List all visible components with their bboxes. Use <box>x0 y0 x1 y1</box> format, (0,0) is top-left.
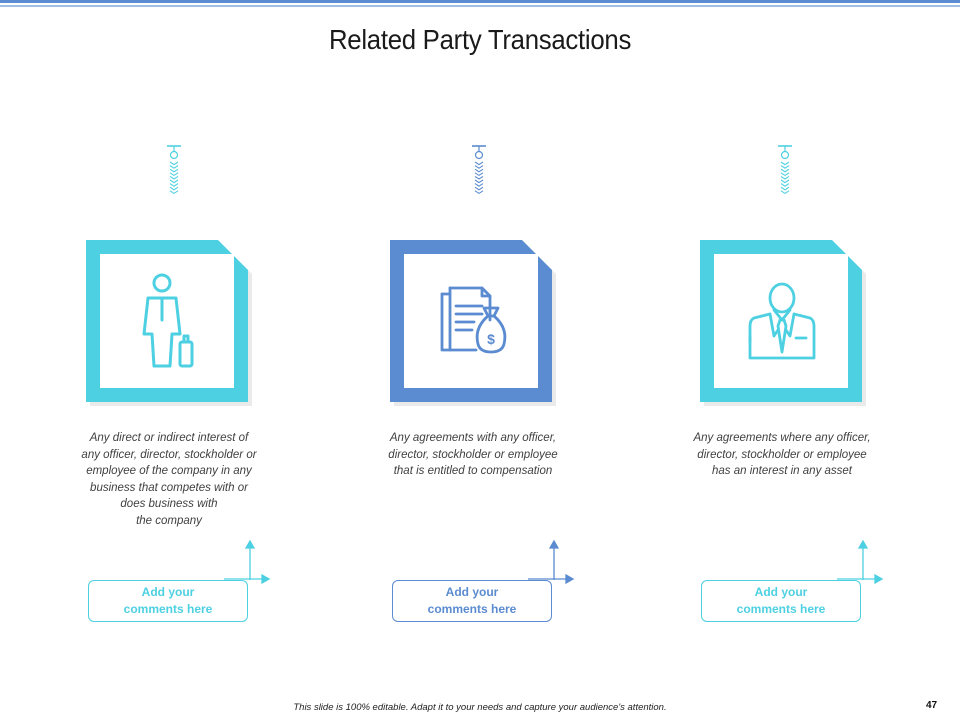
icon-card-2: $ <box>390 240 556 406</box>
page-number: 47 <box>926 700 938 711</box>
icon-card-1 <box>86 240 252 406</box>
document-money-bag-icon: $ <box>440 286 507 354</box>
person-with-luggage-icon <box>142 273 194 368</box>
description-1: Any direct or indirect interest of any o… <box>81 432 257 527</box>
top-accent-bar <box>0 0 960 8</box>
businessman-icon <box>748 282 816 360</box>
description-3: Any agreements where any officer, direct… <box>693 432 871 477</box>
zipper-pull-icon <box>777 145 793 197</box>
zipper-pull-icon <box>166 145 182 197</box>
footer-note: This slide is 100% editable. Adapt it to… <box>293 702 667 713</box>
corner-arrows <box>224 540 271 585</box>
svg-text:$: $ <box>487 331 495 347</box>
zipper-pull-icon <box>471 145 487 197</box>
corner-arrows <box>837 540 884 585</box>
slide-title: Related Party Transactions <box>328 24 632 55</box>
description-2: Any agreements with any officer, directo… <box>388 432 558 477</box>
corner-arrows <box>528 540 575 585</box>
icon-card-3 <box>700 240 866 406</box>
